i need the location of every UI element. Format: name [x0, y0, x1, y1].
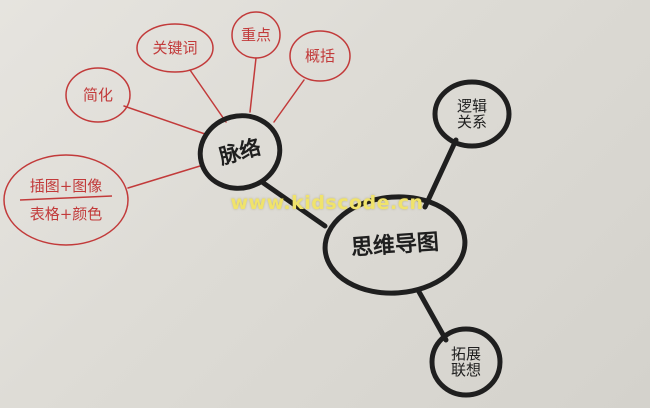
red-line-illustrate — [127, 165, 201, 189]
red-line-keyword — [189, 69, 227, 123]
connector-left-center — [259, 179, 328, 229]
watermark-text: www.kidscode.cn — [230, 192, 424, 214]
bubble-simplify — [65, 67, 131, 123]
bubble-summary — [289, 30, 351, 82]
node-left — [197, 113, 283, 191]
bubble-focus — [231, 11, 281, 59]
bottom-right-node-label: 拓展 联想 — [450, 344, 481, 379]
connector-bottomright-center — [415, 287, 449, 343]
node-bottom-right — [429, 326, 503, 398]
red-line-simplify — [123, 105, 206, 135]
branch-simplify-label: 简化 — [82, 85, 113, 104]
connector-topright-center — [422, 137, 459, 210]
top-right-node-label: 逻辑 关系 — [456, 96, 487, 131]
divider-line — [19, 195, 113, 201]
branch-focus-label: 重点 — [240, 25, 271, 44]
center-node-label: 思维导图 — [350, 228, 440, 261]
node-center — [322, 194, 468, 296]
bubble-illustrate — [3, 154, 129, 246]
branch-illustrate-label: 插图+图像 表格+颜色 — [29, 176, 103, 224]
red-line-focus — [249, 57, 257, 113]
branch-keyword-label: 关键词 — [152, 38, 198, 57]
branch-summary-label: 概括 — [304, 46, 335, 65]
bubble-keyword — [136, 23, 214, 73]
node-top-right — [432, 79, 512, 149]
red-line-summary — [273, 79, 305, 123]
